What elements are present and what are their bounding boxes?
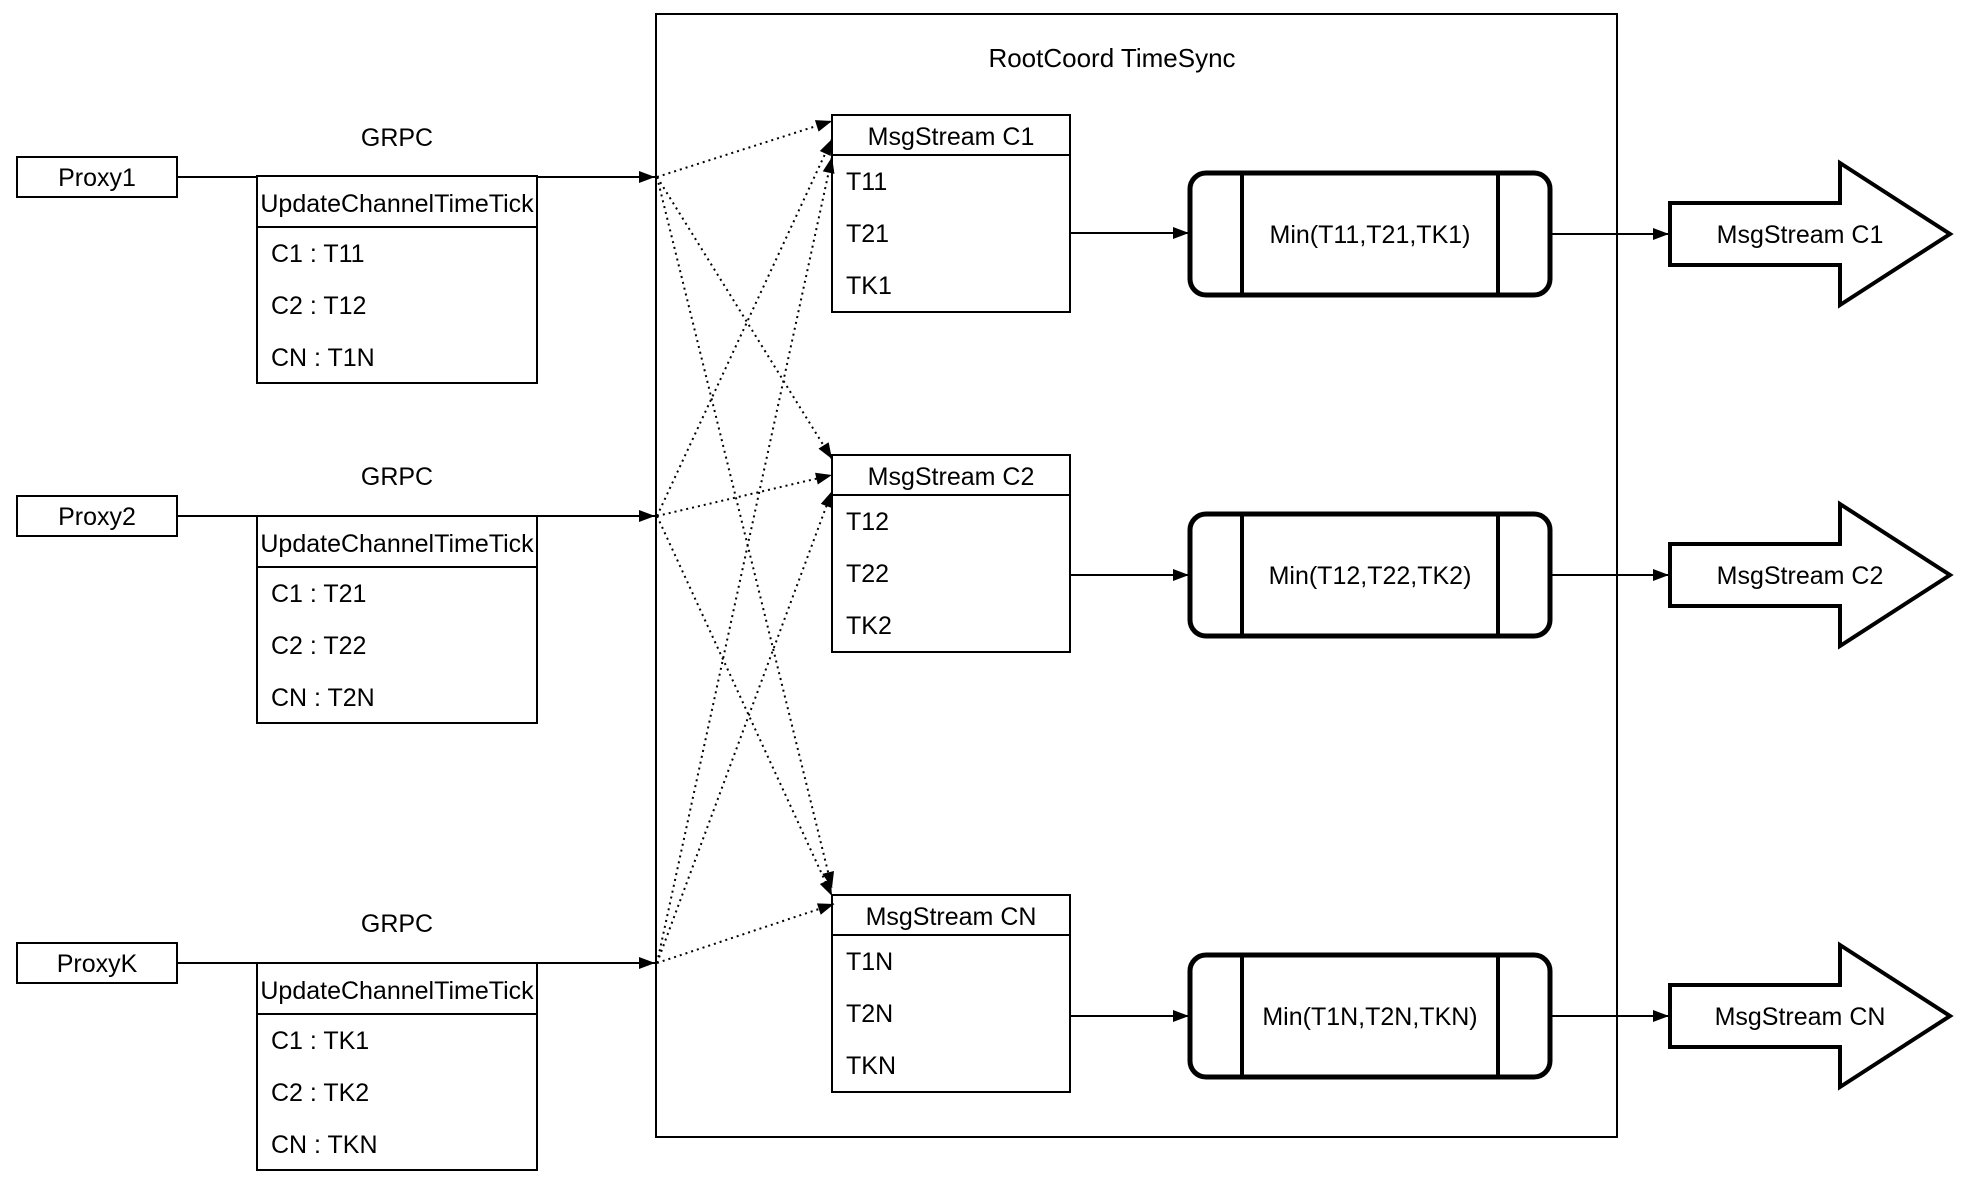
msgstream-cn-header: MsgStream CN	[866, 903, 1037, 931]
output-arrow-cn-label: MsgStream CN	[1715, 1003, 1886, 1031]
proxy2-timetick-table	[256, 515, 538, 724]
dotted-arrow-proxy1-c1	[656, 120, 833, 178]
msgstream-cn-row: T1N	[846, 948, 893, 976]
msgstream-cn-row: T2N	[846, 1000, 893, 1028]
proxyk-box	[16, 942, 178, 984]
proxyk-timetick-table	[256, 962, 538, 1171]
grpc-label-2: GRPC	[361, 463, 433, 491]
msgstream-c1-row: TK1	[846, 272, 892, 300]
output-arrow-c1-label: MsgStream C1	[1717, 221, 1884, 249]
proxy2-table-header: UpdateChannelTimeTick	[260, 530, 534, 558]
output-arrow-cn	[1668, 941, 1954, 1091]
proxy1-label: Proxy1	[58, 164, 136, 192]
proxyk-table-row: C2 : TK2	[271, 1079, 369, 1107]
msgstream-c2-header: MsgStream C2	[868, 463, 1035, 491]
msgstream-c1-row: T21	[846, 220, 889, 248]
msgstream-c2-row: TK2	[846, 612, 892, 640]
proxy1-timetick-table	[256, 175, 538, 384]
msgstream-c2-row: T22	[846, 560, 889, 588]
msgstream-c2-row: T12	[846, 508, 889, 536]
msgstream-c1-header: MsgStream C1	[868, 123, 1035, 151]
min-cn-label: Min(T1N,T2N,TKN)	[1262, 1003, 1477, 1031]
proxyk-label: ProxyK	[57, 950, 138, 978]
min-c2-label: Min(T12,T22,TK2)	[1269, 562, 1472, 590]
proxy1-box	[16, 156, 178, 198]
output-arrow-c1	[1668, 159, 1954, 309]
dotted-arrow-proxy1-c2	[656, 176, 833, 460]
dotted-arrow-proxyk-cn	[656, 903, 835, 964]
proxy1-table-row: CN : T1N	[271, 344, 375, 372]
proxy1-table-header: UpdateChannelTimeTick	[260, 190, 534, 218]
proxy1-table-row: C2 : T12	[271, 292, 366, 320]
proxyk-table-header: UpdateChannelTimeTick	[260, 977, 534, 1005]
rootcoord-title: RootCoord TimeSync	[988, 43, 1235, 73]
msgstream-c1-row: T11	[846, 168, 887, 196]
grpc-label-1: GRPC	[361, 124, 433, 152]
proxyk-table-row: C1 : TK1	[271, 1027, 369, 1055]
output-arrow-c2	[1668, 500, 1954, 650]
msgstream-c2-table	[831, 454, 1071, 653]
proxy2-table-row: C1 : T21	[271, 580, 366, 608]
output-arrow-c2-label: MsgStream C2	[1717, 562, 1884, 590]
proxy2-table-row: C2 : T22	[271, 632, 366, 660]
min-c1-label: Min(T11,T21,TK1)	[1270, 221, 1471, 249]
proxyk-table-row: CN : TKN	[271, 1131, 378, 1159]
proxy2-box	[16, 495, 178, 537]
dotted-arrow-proxy1-cn	[656, 176, 835, 889]
msgstream-c1-table	[831, 114, 1071, 313]
msgstream-cn-table	[831, 894, 1071, 1093]
grpc-label-3: GRPC	[361, 910, 433, 938]
proxy1-table-row: C1 : T11	[271, 240, 365, 268]
proxy2-label: Proxy2	[58, 503, 136, 531]
proxy2-table-row: CN : T2N	[271, 684, 375, 712]
dotted-arrow-proxy2-cn	[656, 515, 833, 897]
msgstream-cn-row: TKN	[846, 1052, 896, 1080]
